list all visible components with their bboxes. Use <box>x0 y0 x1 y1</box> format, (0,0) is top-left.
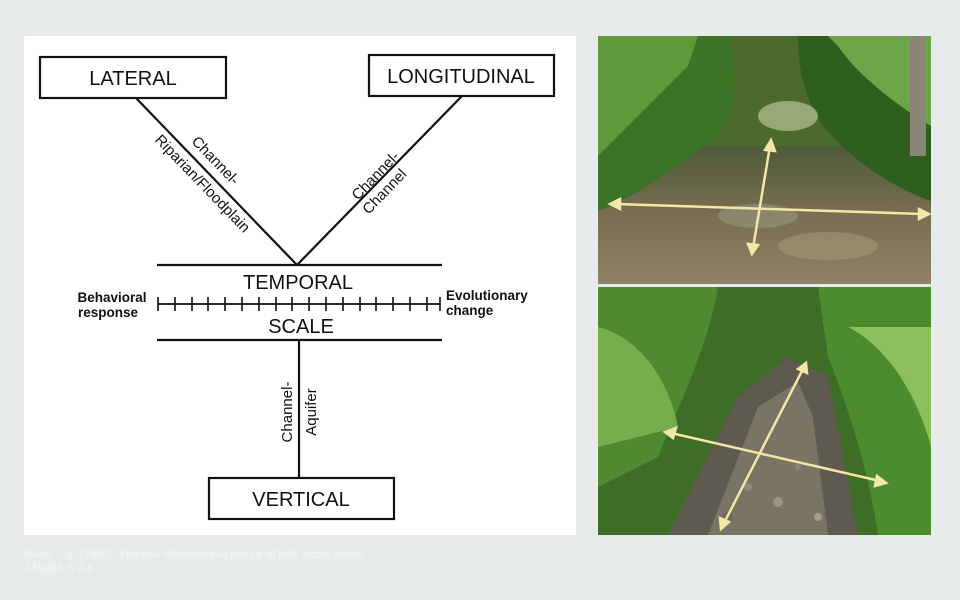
stream-photo-dry-image <box>598 287 931 535</box>
vertical-box <box>207 476 396 521</box>
evolutionary-label-2: change <box>446 303 494 318</box>
lateral-label: LATERAL <box>89 68 176 90</box>
longitudinal-label: LONGITUDINAL <box>387 66 535 88</box>
scale-label: SCALE <box>268 316 334 338</box>
channel-aquifer-label-1: Channel- <box>279 382 296 443</box>
vertical-label: VERTICAL <box>252 489 349 511</box>
flow-arrows-top <box>607 137 931 257</box>
behavioral-label-1: Behavioral <box>77 290 146 305</box>
stream-photo-wet <box>598 36 931 284</box>
citation-line-2: J.NABS 8:2-8 <box>24 563 94 575</box>
citation-caption: Ward, J.V. (1989). The four-dimensional … <box>24 548 584 576</box>
flow-arrows-bottom <box>662 360 889 532</box>
diagram-svg: LATERAL LONGITUDINAL VERTICAL TEMPORAL S… <box>38 53 556 521</box>
scale-ticks <box>157 297 441 311</box>
channel-aquifer-label-2: Aquifer <box>303 388 320 436</box>
stream-photo-wet-image <box>598 36 931 284</box>
evolutionary-label-1: Evolutionary <box>446 288 528 303</box>
behavioral-label-2: response <box>78 305 139 320</box>
lateral-line <box>135 97 298 266</box>
citation-line-1: Ward, J.V. (1989). The four-dimensional … <box>24 549 367 561</box>
lateral-box <box>38 55 228 100</box>
stream-photo-dry <box>598 287 931 535</box>
four-dimensional-diagram: LATERAL LONGITUDINAL VERTICAL TEMPORAL S… <box>24 36 576 535</box>
temporal-label: TEMPORAL <box>243 272 353 294</box>
longitudinal-line <box>296 95 463 266</box>
